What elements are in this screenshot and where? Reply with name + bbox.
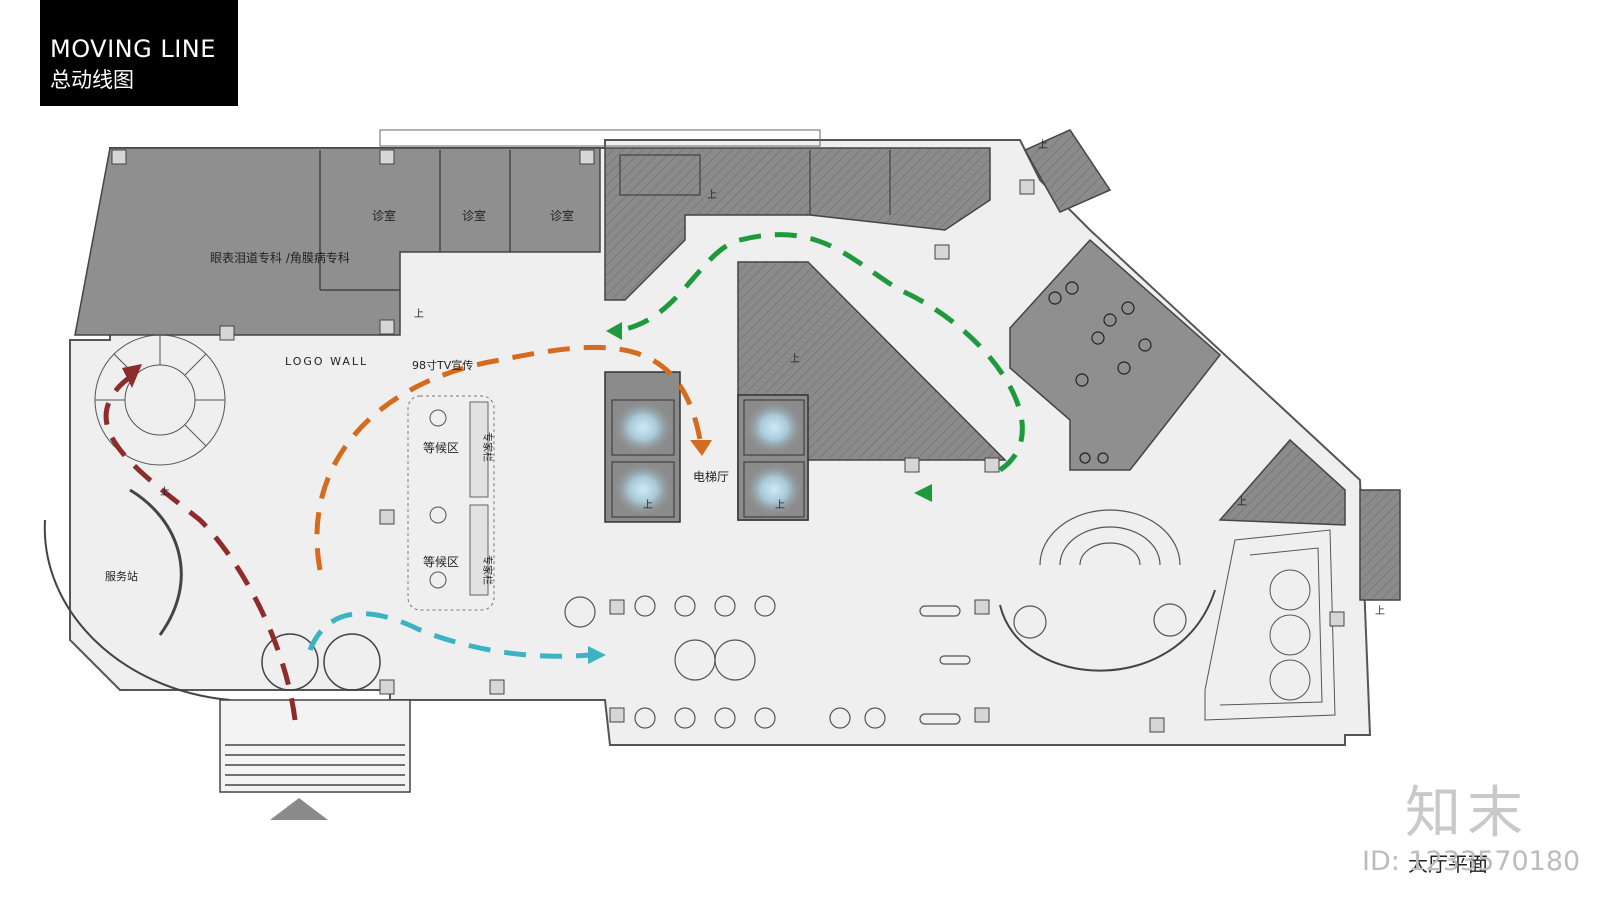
stair-up-mark: 上 xyxy=(775,499,785,511)
stair-up-mark: 上 xyxy=(1038,139,1048,151)
waiting-zone xyxy=(407,395,495,611)
sheet-title: 大厅平面 xyxy=(1408,852,1488,876)
stair-up-mark: 上 xyxy=(160,486,170,498)
flow-line-cyan xyxy=(307,611,591,659)
label-clinic-3: 诊室 xyxy=(550,208,574,223)
label-tv: 98寸TV宣传 xyxy=(412,358,473,372)
stair-core-east xyxy=(1218,438,1346,526)
watermark-brand: 知末 xyxy=(1405,781,1529,846)
label-elevator-hall: 电梯厅 xyxy=(693,470,729,484)
entrance-arrow xyxy=(270,798,328,820)
entrance xyxy=(219,633,411,793)
stair-up-mark: 上 xyxy=(414,308,424,320)
watermark-id: ID: 1233570180 xyxy=(1362,846,1581,877)
stair-up-mark: 上 xyxy=(1237,496,1247,508)
flow-line-orange xyxy=(314,344,703,571)
label-specialist-2: 专家栏 xyxy=(481,555,494,585)
label-clinic-2: 诊室 xyxy=(462,208,486,223)
stair-up-mark: 上 xyxy=(790,353,800,365)
label-specialist-1: 专家栏 xyxy=(481,432,494,462)
stair-core-north xyxy=(604,147,991,301)
title-english: MOVING LINE xyxy=(50,35,216,63)
stair-up-mark: 上 xyxy=(643,499,653,511)
stair-up-mark: 上 xyxy=(1375,605,1385,617)
label-ophthalmology: 眼表泪道专科 /角膜病专科 xyxy=(210,250,350,265)
clinic-block xyxy=(74,147,601,336)
columns xyxy=(111,149,1345,733)
service-counter xyxy=(129,488,183,636)
stair-up-mark: 上 xyxy=(707,189,717,201)
label-clinic-1: 诊室 xyxy=(372,208,396,223)
title-block: MOVING LINE 总动线图 xyxy=(40,0,238,106)
title-chinese: 总动线图 xyxy=(50,68,134,92)
label-waiting-1: 等候区 xyxy=(423,441,459,455)
play-area xyxy=(1204,529,1336,721)
restroom-block xyxy=(1009,238,1222,471)
label-service-station: 服务站 xyxy=(105,569,138,583)
tables xyxy=(564,595,971,729)
label-logo-wall: LOGO WALL xyxy=(285,355,368,368)
flow-line-green xyxy=(619,232,1025,473)
planters xyxy=(379,129,821,147)
flow-line-red xyxy=(103,369,298,721)
amphitheater xyxy=(999,509,1216,672)
label-waiting-2: 等候区 xyxy=(423,555,459,569)
